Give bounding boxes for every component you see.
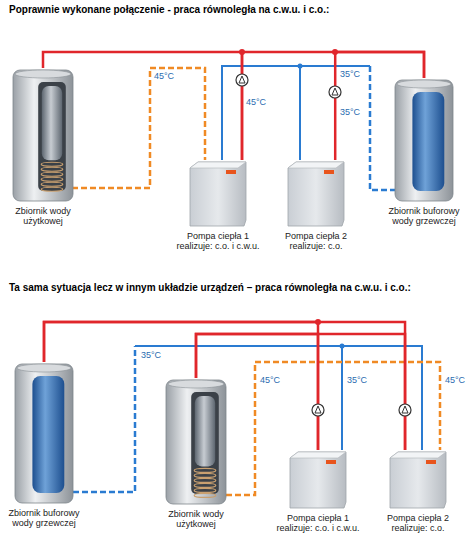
heat-pump-top	[288, 162, 344, 168]
junction-dot	[332, 49, 338, 55]
heat-pump-icon	[270, 450, 366, 510]
tank-cap	[17, 364, 71, 372]
heat-pump-top	[290, 452, 346, 458]
heating-coil	[41, 177, 63, 181]
heat-pump-body	[288, 162, 344, 226]
tank-inner	[195, 396, 215, 466]
temperature-label: 35°C	[339, 108, 361, 118]
temperature-label: 45°C	[245, 98, 267, 108]
tank-shell	[15, 364, 73, 503]
tank-icon	[378, 78, 470, 203]
return-pipe	[222, 66, 370, 160]
heat-pump-body	[290, 452, 346, 508]
tank-icon	[0, 362, 88, 505]
heat-pump: Pompa ciepła 1 realizuje: c.o. i c.w.u.	[170, 160, 266, 252]
supply-pipe	[196, 334, 405, 450]
storage-tank: Zbiornik buforowy wody grzewczej	[0, 362, 88, 529]
temperature-label: 45°C	[153, 72, 175, 82]
device-caption: Pompa ciepła 1 realizuje: c.o. i c.w.u.	[270, 513, 366, 534]
heating-coil	[41, 162, 63, 166]
tank-icon	[0, 68, 86, 203]
device-caption: Pompa ciepła 1 realizuje: c.o. i c.w.u.	[170, 231, 266, 252]
heating-coil	[41, 187, 63, 191]
storage-tank: Zbiornik wody użytkowej	[150, 378, 242, 530]
buffer-inner	[32, 376, 64, 493]
device-caption: Zbiornik wody użytkowej	[0, 206, 86, 227]
tank-cap	[168, 380, 224, 388]
pump-symbol	[399, 404, 411, 416]
heating-coil	[194, 468, 216, 472]
heating-coil	[41, 167, 63, 171]
heat-pump: Pompa ciepła 2 realizuje: c.o.	[268, 160, 364, 252]
junction-dot	[315, 319, 321, 325]
device-caption: Pompa ciepła 2 realizuje: c.o.	[370, 513, 466, 534]
device-caption: Pompa ciepła 2 realizuje: c.o.	[268, 231, 364, 252]
heat-pump-body	[390, 452, 446, 508]
temperature-label: 35°C	[346, 376, 368, 386]
heat-pump-body	[190, 162, 246, 226]
tank-shell	[166, 380, 226, 504]
return-pipe	[73, 346, 135, 492]
tank-shell	[13, 70, 73, 201]
heat-pump-badge	[326, 460, 336, 464]
heating-coil	[41, 172, 63, 176]
pump-symbol	[312, 404, 324, 416]
heat-pump-top	[390, 452, 446, 458]
tank-cap	[397, 80, 451, 88]
pump-symbol	[329, 86, 341, 98]
buffer-inner	[412, 92, 444, 191]
heating-coil	[194, 493, 216, 497]
heat-pump-badge	[226, 170, 236, 174]
heat-pump-badge	[426, 460, 436, 464]
heat-pump-icon	[370, 450, 466, 510]
tank-inner	[42, 86, 62, 160]
heat-pump-top	[190, 162, 246, 168]
storage-tank: Zbiornik buforowy wody grzewczej	[378, 78, 470, 227]
tank-cutaway	[38, 82, 66, 191]
heating-coil	[194, 473, 216, 477]
storage-tank: Zbiornik wody użytkowej	[0, 68, 86, 227]
heat-pump-badge	[324, 170, 334, 174]
heating-coil	[194, 483, 216, 487]
temperature-label: 35°C	[339, 70, 361, 80]
temperature-label: 35°C	[140, 351, 162, 361]
heat-pump: Pompa ciepła 2 realizuje: c.o.	[370, 450, 466, 534]
tank-icon	[150, 378, 242, 506]
device-caption: Zbiornik buforowy wody grzewczej	[0, 508, 88, 529]
return-pipe	[370, 66, 396, 190]
return-pipe	[72, 68, 205, 188]
device-caption: Zbiornik wody użytkowej	[150, 509, 242, 530]
pump-symbol	[236, 74, 248, 86]
return-pipe	[299, 66, 301, 160]
junction-dot	[340, 344, 345, 349]
heat-pump-icon	[170, 160, 266, 228]
tank-cap	[15, 70, 71, 78]
heating-coil	[41, 182, 63, 186]
junction-dot	[298, 64, 303, 69]
section-heading: Ta sama sytuacja lecz w innym układzie u…	[8, 282, 468, 295]
junction-dot	[239, 49, 245, 55]
heating-coil	[194, 488, 216, 492]
heating-coil	[194, 478, 216, 482]
tank-shell	[395, 80, 453, 201]
section-heading: Poprawnie wykonane połączenie - praca ró…	[8, 4, 468, 17]
heat-pump: Pompa ciepła 1 realizuje: c.o. i c.w.u.	[270, 450, 366, 534]
heat-pump-icon	[268, 160, 364, 228]
temperature-label: 45°C	[444, 376, 466, 386]
tank-cutaway	[191, 392, 219, 494]
temperature-label: 45°C	[259, 376, 281, 386]
device-caption: Zbiornik buforowy wody grzewczej	[378, 206, 470, 227]
